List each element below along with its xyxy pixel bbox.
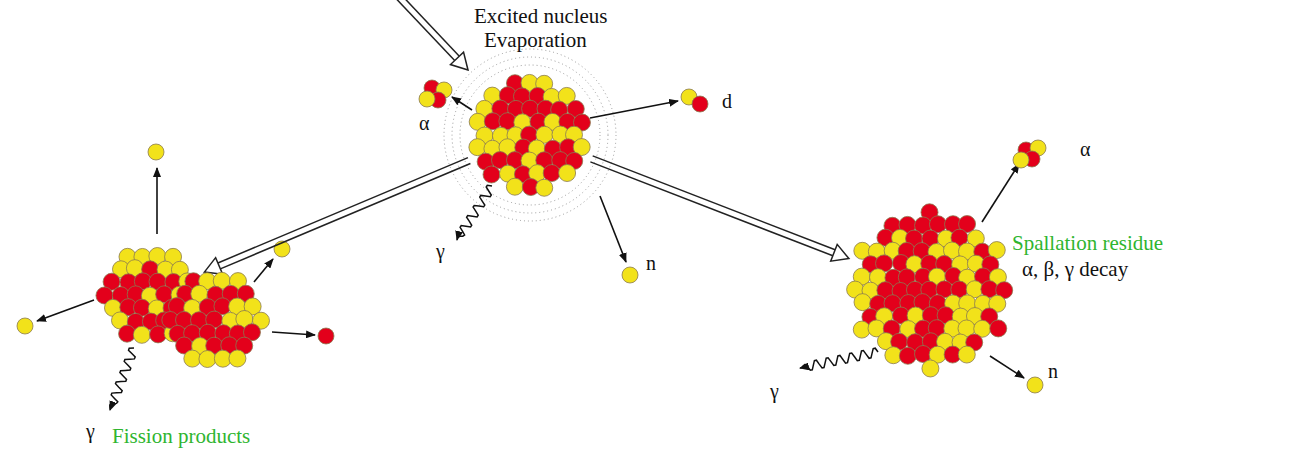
connector-rail bbox=[220, 164, 470, 269]
nucleon bbox=[148, 144, 164, 160]
nucleon bbox=[199, 351, 216, 368]
emission-arrow bbox=[272, 332, 315, 335]
nucleon bbox=[1013, 152, 1029, 168]
particle-label: γ bbox=[86, 420, 95, 443]
nucleon bbox=[184, 350, 201, 367]
particle-label: n bbox=[1048, 360, 1058, 383]
nucleus-node: Excited nucleusEvaporation bbox=[468, 73, 592, 197]
node-caption: Evaporation bbox=[484, 28, 587, 52]
excitation-ring bbox=[452, 57, 608, 213]
nucleon bbox=[622, 267, 638, 283]
node-caption: Excited nucleus bbox=[474, 4, 608, 28]
nucleon bbox=[17, 318, 33, 334]
nucleon bbox=[133, 326, 150, 343]
emission-arrow bbox=[254, 259, 273, 282]
connector-rail bbox=[590, 162, 832, 256]
nucleus-node: Spallation residueα, β, γ decay bbox=[845, 205, 1015, 375]
nucleon bbox=[229, 350, 246, 367]
particle-label: d bbox=[722, 90, 732, 113]
nucleus-cluster bbox=[469, 74, 591, 196]
nucleus-cluster bbox=[162, 272, 270, 367]
gamma-wave bbox=[110, 348, 135, 410]
emission-arrow bbox=[156, 168, 158, 234]
emission-arrow bbox=[982, 164, 1019, 222]
nucleon bbox=[559, 165, 576, 182]
nucleus-shape bbox=[468, 73, 592, 197]
node-caption: α, β, γ decay bbox=[1022, 257, 1128, 281]
connector-rail bbox=[400, 0, 459, 56]
incoming-beam bbox=[396, 0, 468, 70]
particle-label: γ bbox=[436, 240, 445, 263]
nucleon bbox=[692, 96, 708, 112]
nucleon bbox=[536, 179, 553, 196]
particle-label: α bbox=[419, 112, 429, 135]
node-caption: Spallation residue bbox=[1012, 231, 1163, 255]
connector-rail bbox=[593, 156, 835, 250]
emission-arrow bbox=[600, 196, 626, 262]
nucleus-node: Fission products bbox=[90, 238, 275, 378]
nucleon bbox=[899, 347, 916, 364]
gamma-wave bbox=[457, 185, 492, 240]
nucleon bbox=[854, 294, 871, 311]
arrow-head bbox=[204, 258, 222, 275]
node-caption: Fission products bbox=[112, 424, 250, 448]
nucleon bbox=[958, 346, 975, 363]
double-arrow-connector bbox=[204, 158, 470, 275]
arrow-head bbox=[831, 244, 849, 261]
excitation-ring bbox=[444, 49, 616, 221]
particle-label: α bbox=[1080, 138, 1090, 161]
emission-arrow bbox=[37, 300, 94, 321]
connector-rail bbox=[218, 158, 468, 263]
nucleus-shape bbox=[90, 238, 275, 378]
gamma-wave bbox=[800, 348, 878, 370]
nucleon bbox=[483, 166, 500, 183]
nucleon bbox=[1027, 377, 1043, 393]
nucleon bbox=[419, 91, 435, 107]
double-arrow-connector bbox=[590, 156, 848, 261]
nucleus-cluster bbox=[847, 204, 1013, 377]
nucleon bbox=[506, 178, 523, 195]
nucleon bbox=[318, 328, 334, 344]
arrow-head bbox=[450, 52, 468, 70]
emission-arrow bbox=[590, 101, 678, 118]
particle-label: γ bbox=[770, 380, 779, 403]
excitation-ring bbox=[460, 65, 600, 205]
nucleon bbox=[922, 360, 939, 377]
nucleus-cluster bbox=[96, 248, 203, 344]
emission-arrow bbox=[452, 97, 472, 110]
connector-rail bbox=[396, 0, 455, 61]
nucleus-shape bbox=[845, 205, 1015, 375]
emission-arrow bbox=[990, 356, 1024, 378]
nucleon bbox=[990, 320, 1007, 337]
particle-label: n bbox=[646, 252, 656, 275]
